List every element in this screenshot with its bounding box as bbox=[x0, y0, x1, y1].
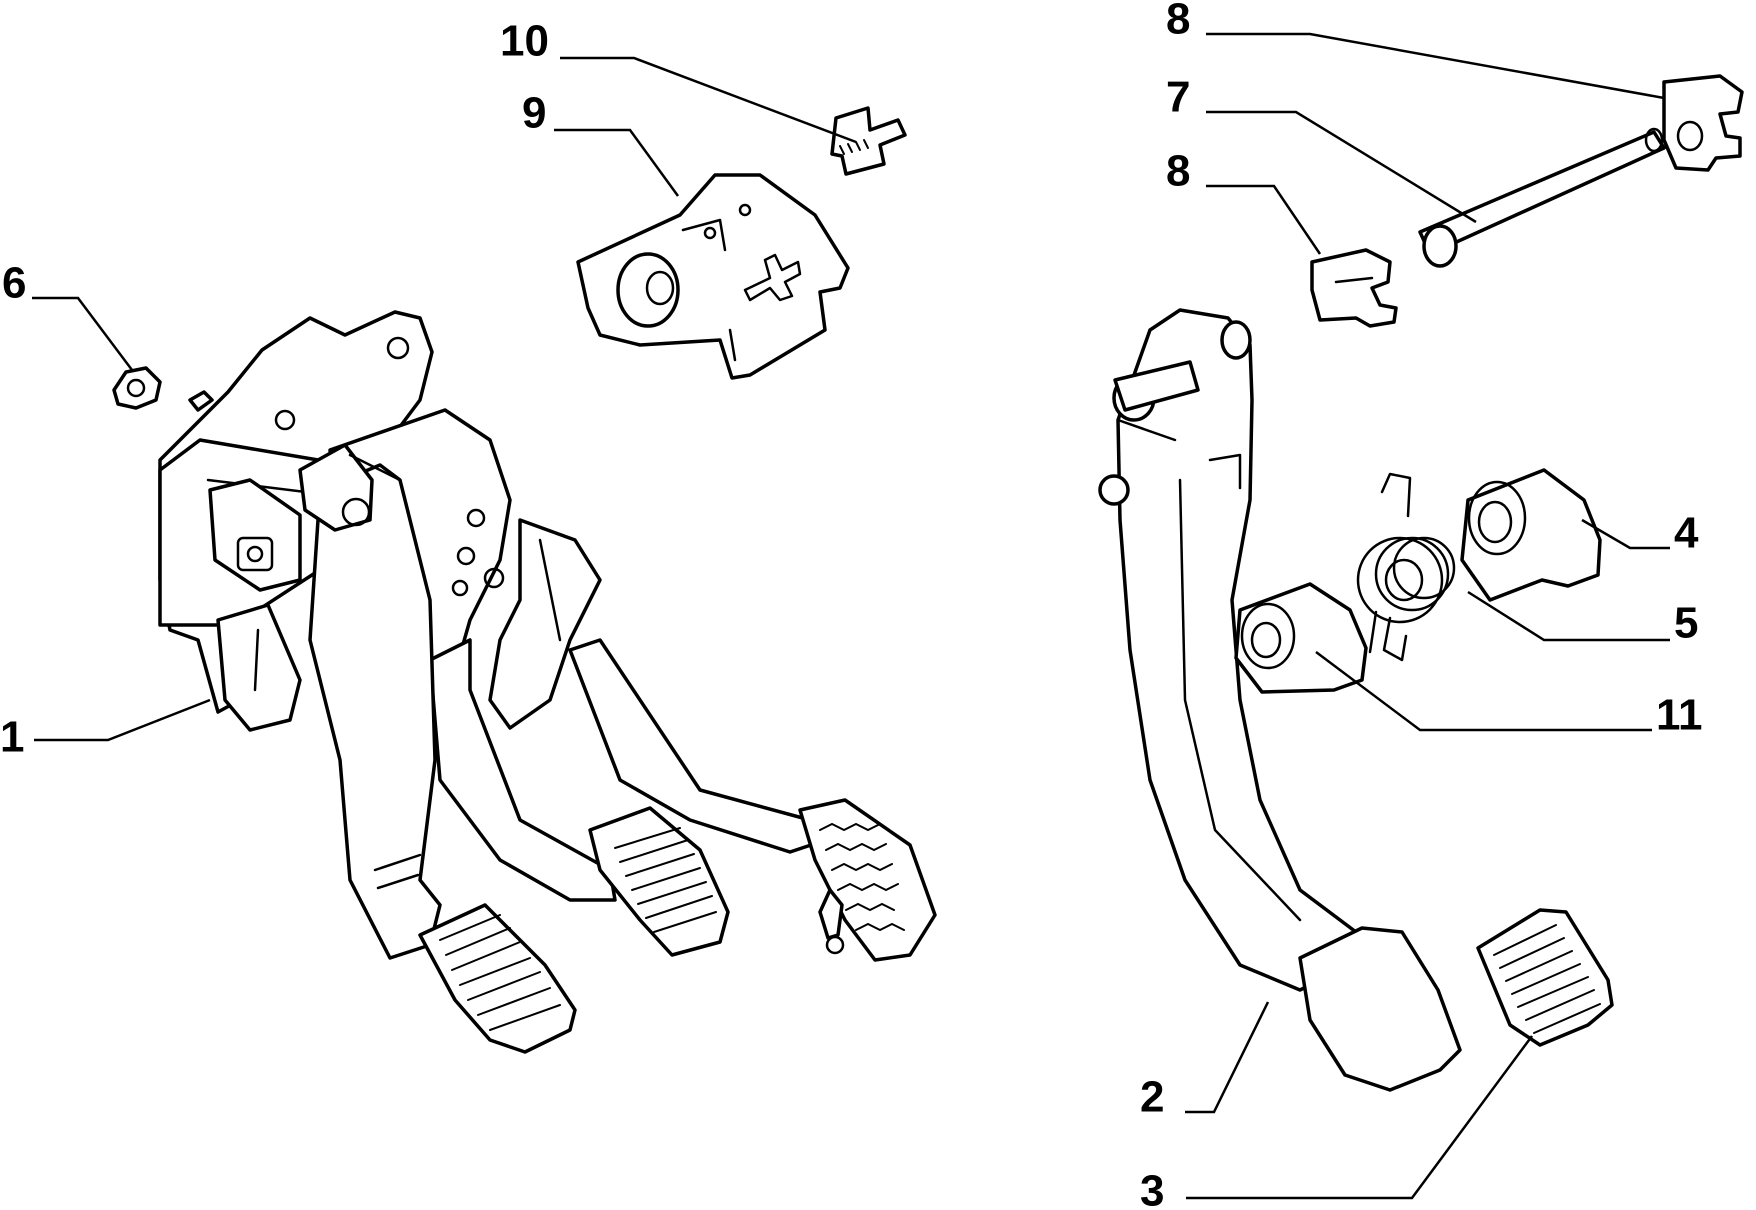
pedal-pad-part-3 bbox=[1476, 908, 1614, 1047]
bolt-part-10 bbox=[830, 106, 907, 176]
leader-4 bbox=[1581, 518, 1670, 550]
callout-7: 7 bbox=[1166, 73, 1190, 122]
callout-labels: 1 2 3 4 5 6 7 8 8 9 10 11 bbox=[0, 0, 1703, 1210]
callout-8-middle: 8 bbox=[1166, 147, 1190, 196]
clip-part-8-top bbox=[1662, 74, 1744, 172]
callout-5: 5 bbox=[1674, 599, 1698, 648]
nut-part-6 bbox=[112, 366, 162, 410]
callout-3: 3 bbox=[1140, 1167, 1164, 1210]
leader-11 bbox=[1315, 651, 1652, 732]
leader-lines bbox=[32, 32, 1670, 1200]
leader-7 bbox=[1206, 110, 1477, 224]
leader-5 bbox=[1467, 590, 1670, 642]
leader-9 bbox=[554, 128, 680, 197]
callout-2: 2 bbox=[1140, 1073, 1164, 1122]
leader-8-middle bbox=[1206, 184, 1322, 255]
pedal-lever-part-2 bbox=[1098, 308, 1462, 1092]
callout-8-top: 8 bbox=[1166, 0, 1190, 44]
callout-1: 1 bbox=[0, 713, 24, 762]
callout-4: 4 bbox=[1674, 509, 1699, 558]
callout-9: 9 bbox=[522, 89, 546, 138]
leader-8-top bbox=[1206, 32, 1665, 100]
callout-6: 6 bbox=[2, 259, 26, 308]
pedal-box-assembly bbox=[158, 310, 937, 1054]
return-spring-part-5 bbox=[1356, 472, 1456, 662]
callout-11: 11 bbox=[1656, 691, 1703, 740]
callout-10: 10 bbox=[500, 17, 549, 66]
leader-2 bbox=[1185, 1001, 1270, 1114]
leader-1 bbox=[34, 698, 211, 742]
bushing-part-4 bbox=[1460, 468, 1602, 602]
leader-10 bbox=[560, 56, 857, 144]
leader-6 bbox=[32, 296, 133, 371]
clip-part-8-middle bbox=[1310, 248, 1398, 328]
switch-bracket-part-9 bbox=[576, 173, 850, 380]
pin-part-7 bbox=[1418, 127, 1666, 268]
leader-3 bbox=[1186, 1035, 1534, 1200]
